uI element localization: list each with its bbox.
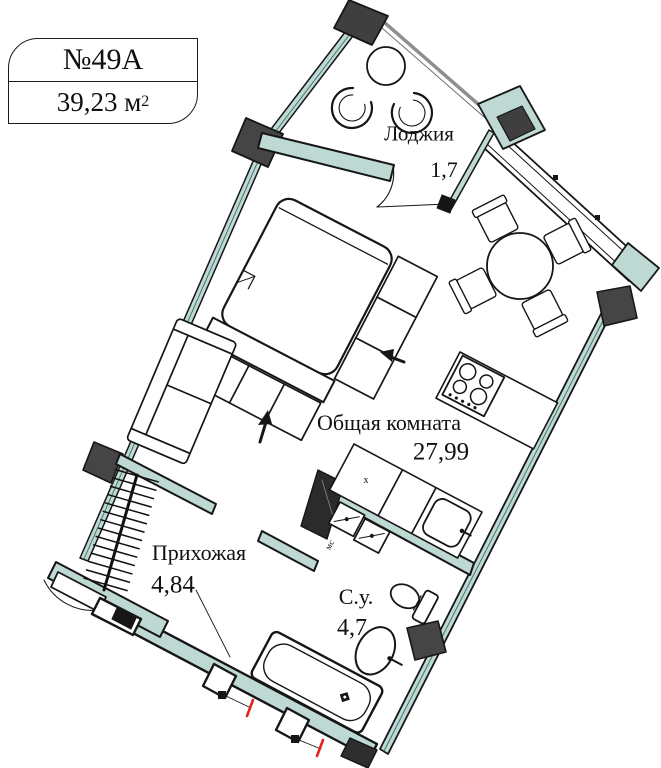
unit-number: №49А [9,39,197,82]
washbasin [348,620,414,687]
red-mark [317,740,323,756]
loggia-table-and-chairs [332,47,432,133]
sofa [126,318,236,465]
room-area-loggia: 1,7 [430,157,458,182]
kitchen-sink [420,496,480,553]
room-label-bathroom: С.у. [338,584,374,609]
vent-shaft-hatch [322,480,334,520]
corner-block [612,243,659,291]
room-area-bathroom: 4,7 [337,615,367,641]
dining-chair [519,288,568,337]
stove [442,356,504,417]
stub-foot [218,691,226,699]
ne-facade-wall [483,128,647,281]
leader-line [196,590,230,657]
loggia-threshold [377,204,447,207]
room-area-hallway: 4,84 [151,571,195,599]
leader-line [299,740,321,749]
coat-rack [104,475,137,590]
loggia-chair-icon [339,95,365,121]
dining-set [449,195,592,338]
bathtub [250,630,385,735]
loggia-chair-icon [332,88,372,128]
pillar-icon [597,286,637,326]
loggia-chair-icon [399,100,425,126]
washing-machine [327,502,391,553]
room-label-living: Общая комната [316,410,462,435]
door-swing-arc [377,166,394,207]
kitchen-cabinet-label: х [363,475,369,486]
pillar-icon [83,442,123,483]
pillar-icon [232,118,283,167]
balcony-railing-inner [374,21,491,123]
kitchen-cabinets [330,444,483,558]
dining-chair [472,195,521,244]
se-window-glass [384,301,613,751]
pillar-icon [407,621,446,660]
kitchen-counter [436,352,558,449]
stub-foot [291,735,299,743]
room-label-loggia: Лоджия [384,121,454,146]
room-label-hallway: Прихожая [151,540,247,565]
arrow-icon [258,349,404,442]
pillar-icon [334,0,388,45]
dining-chair [449,265,498,314]
dining-chair [542,218,591,267]
pillar-icon [437,195,455,213]
loggia-chair-icon [392,93,432,133]
pillar-icon [112,608,136,629]
pillar-icon [341,738,377,768]
dining-table [487,233,553,299]
loggia-table [367,47,405,85]
leader-line [226,696,251,708]
pillar-icon [497,106,535,141]
toilet [384,575,439,624]
balcony-railing [377,16,494,118]
bed-footboard [202,318,335,403]
bathroom-wall [258,531,318,571]
loggia-partition-wall [258,133,394,181]
hall-partition-wall [116,454,216,514]
room-area-living: 27,99 [412,438,470,466]
red-mark [247,700,253,716]
